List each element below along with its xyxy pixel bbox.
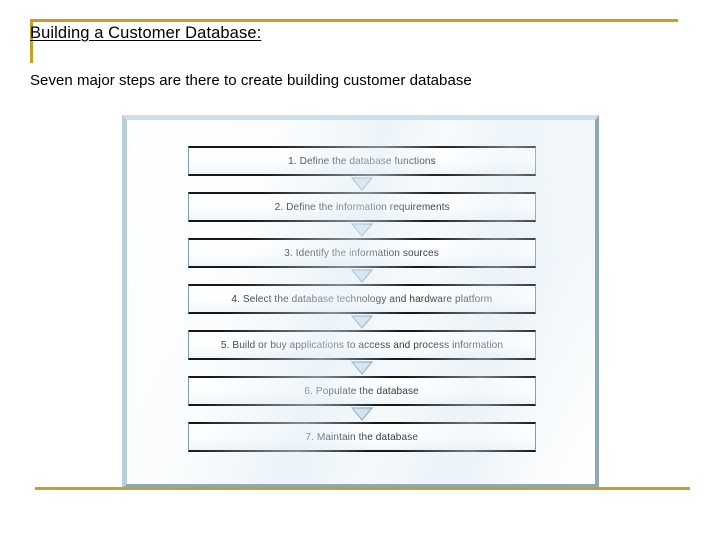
flow-step-2[interactable]: 2. Define the information requirements (188, 192, 536, 222)
flow-connector-4-5 (188, 314, 536, 330)
flow-step-label: 6. Populate the database (304, 385, 420, 397)
flow-step-7[interactable]: 7. Maintain the database (188, 422, 536, 452)
flowchart-canvas: 1. Define the database functions 2. Defi… (127, 120, 595, 484)
flowchart-steps: 1. Define the database functions 2. Defi… (188, 146, 536, 452)
flow-step-5[interactable]: 5. Build or buy applications to access a… (188, 330, 536, 360)
flow-step-label: 4. Select the database technology and ha… (231, 293, 493, 305)
left-accent-rule (30, 19, 33, 63)
flow-step-label: 2. Define the information requirements (274, 201, 450, 213)
flow-connector-3-4 (188, 268, 536, 284)
flow-step-label: 3. Identify the information sources (284, 247, 440, 259)
chevron-down-icon (351, 315, 373, 329)
chevron-down-icon (351, 223, 373, 237)
flow-step-label: 5. Build or buy applications to access a… (220, 339, 504, 351)
flow-step-label: 1. Define the database functions (288, 155, 436, 167)
bottom-accent-rule (35, 487, 690, 490)
flow-step-label: 7. Maintain the database (305, 431, 419, 443)
flow-step-6[interactable]: 6. Populate the database (188, 376, 536, 406)
chevron-down-icon (351, 407, 373, 421)
top-accent-rule (30, 19, 678, 22)
flow-step-3[interactable]: 3. Identify the information sources (188, 238, 536, 268)
chevron-down-icon (351, 269, 373, 283)
flow-connector-2-3 (188, 222, 536, 238)
flow-step-4[interactable]: 4. Select the database technology and ha… (188, 284, 536, 314)
page-title: Building a Customer Database: (30, 24, 262, 42)
page-subtitle: Seven major steps are there to create bu… (30, 72, 472, 89)
flow-step-1[interactable]: 1. Define the database functions (188, 146, 536, 176)
chevron-down-icon (351, 177, 373, 191)
chevron-down-icon (351, 361, 373, 375)
flowchart-panel: 1. Define the database functions 2. Defi… (122, 115, 599, 488)
flow-connector-5-6 (188, 360, 536, 376)
flow-connector-6-7 (188, 406, 536, 422)
flow-connector-1-2 (188, 176, 536, 192)
